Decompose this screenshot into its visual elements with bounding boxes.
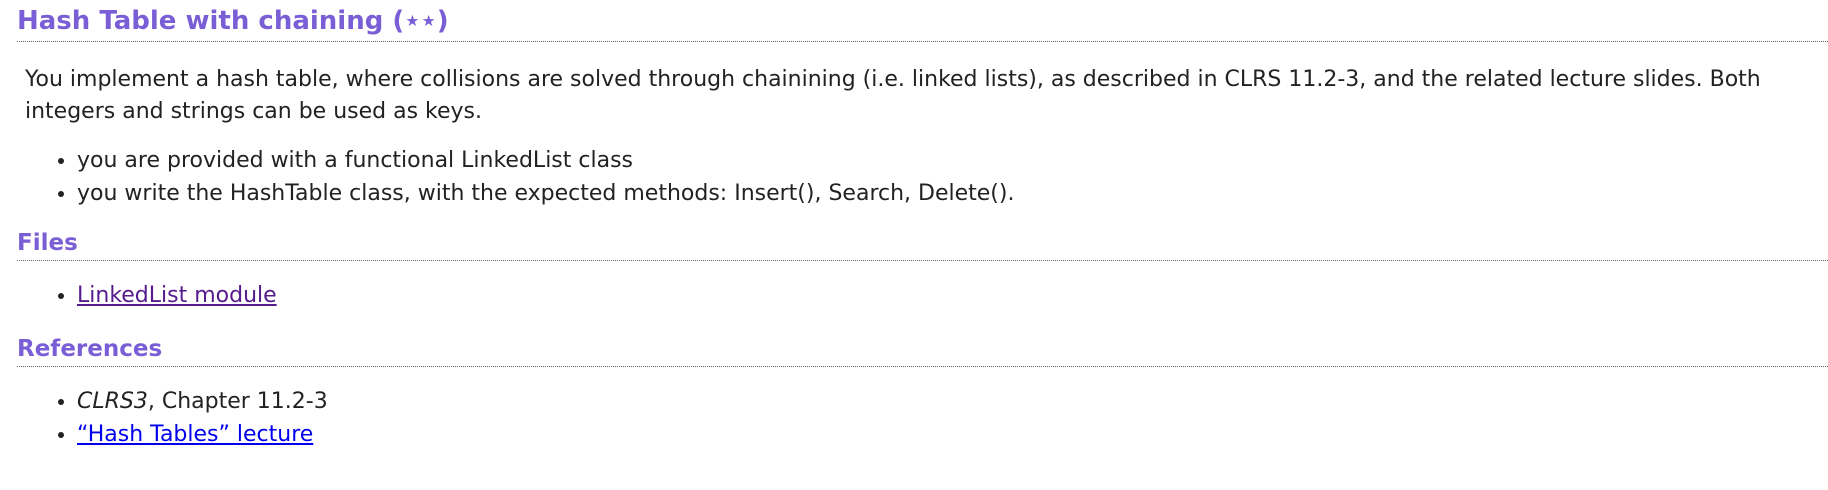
intro-paragraph: You implement a hash table, where collis… [25,67,1761,124]
list-item: LinkedList module [77,279,1828,312]
page-title: Hash Table with chaining (⋆⋆) [17,0,1828,42]
references-heading: References [17,335,1828,367]
task-list: you are provided with a functional Linke… [17,144,1828,210]
list-item: you write the HashTable class, with the … [77,177,1828,210]
linkedlist-module-link[interactable]: LinkedList module [77,283,277,308]
references-list: CLRS3, Chapter 11.2-3 “Hash Tables” lect… [17,385,1828,451]
reference-title: CLRS3 [77,389,148,414]
list-item: CLRS3, Chapter 11.2-3 [77,385,1828,418]
list-item: you are provided with a functional Linke… [77,144,1828,177]
reference-detail: , Chapter 11.2-3 [147,389,328,414]
list-item: “Hash Tables” lecture [77,418,1828,451]
hash-tables-lecture-link[interactable]: “Hash Tables” lecture [77,422,314,447]
document-page: Hash Table with chaining (⋆⋆) You implem… [17,0,1828,451]
files-list: LinkedList module [17,279,1828,312]
files-heading: Files [17,229,1828,261]
